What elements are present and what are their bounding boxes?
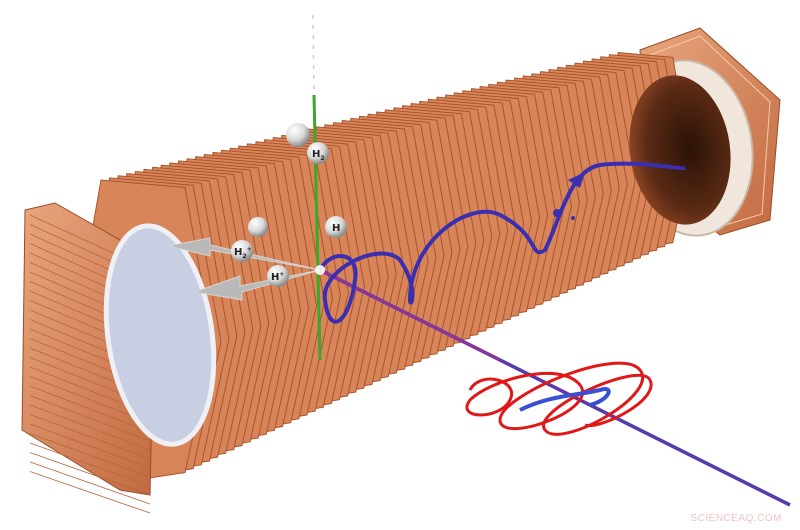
molecule-h2-plus: H2+	[231, 217, 268, 262]
plate-ridge	[29, 376, 151, 424]
molecule-h2: H2	[286, 123, 329, 164]
plate-ridge	[29, 385, 151, 433]
electron-dot	[571, 216, 575, 220]
svg-text:H+: H+	[271, 271, 284, 283]
vertical-field-line	[312, 94, 322, 361]
plate-ridge	[29, 471, 151, 514]
plate-ridge	[29, 433, 151, 478]
watermark: SCIENCEAQ.COM	[690, 513, 782, 524]
electron-dot	[553, 209, 561, 217]
svg-text:H2: H2	[312, 149, 325, 162]
electron-trajectory	[318, 161, 686, 324]
vertical-axis-top	[312, 14, 315, 96]
plate-ridge	[29, 442, 151, 487]
plate-ridge	[29, 404, 151, 451]
plate-ridge	[29, 414, 151, 460]
svg-text:H: H	[332, 223, 340, 234]
plate-ridge	[29, 395, 151, 442]
interaction-point	[315, 265, 325, 275]
ion-h-plus: H+	[267, 265, 289, 287]
plate-ridge	[29, 461, 151, 505]
laser-beam-glow	[319, 269, 501, 361]
trajectory-arrowhead	[568, 172, 585, 188]
right-bore-opening	[629, 75, 731, 225]
electron-pulse-wave	[519, 387, 611, 412]
plate-ridge	[29, 423, 151, 469]
plate-ridge	[29, 452, 151, 496]
left-window	[103, 223, 217, 447]
laser-pulse-wave	[465, 361, 653, 436]
svg-text:H2+: H2+	[234, 246, 252, 260]
atom-h: H	[325, 216, 347, 238]
